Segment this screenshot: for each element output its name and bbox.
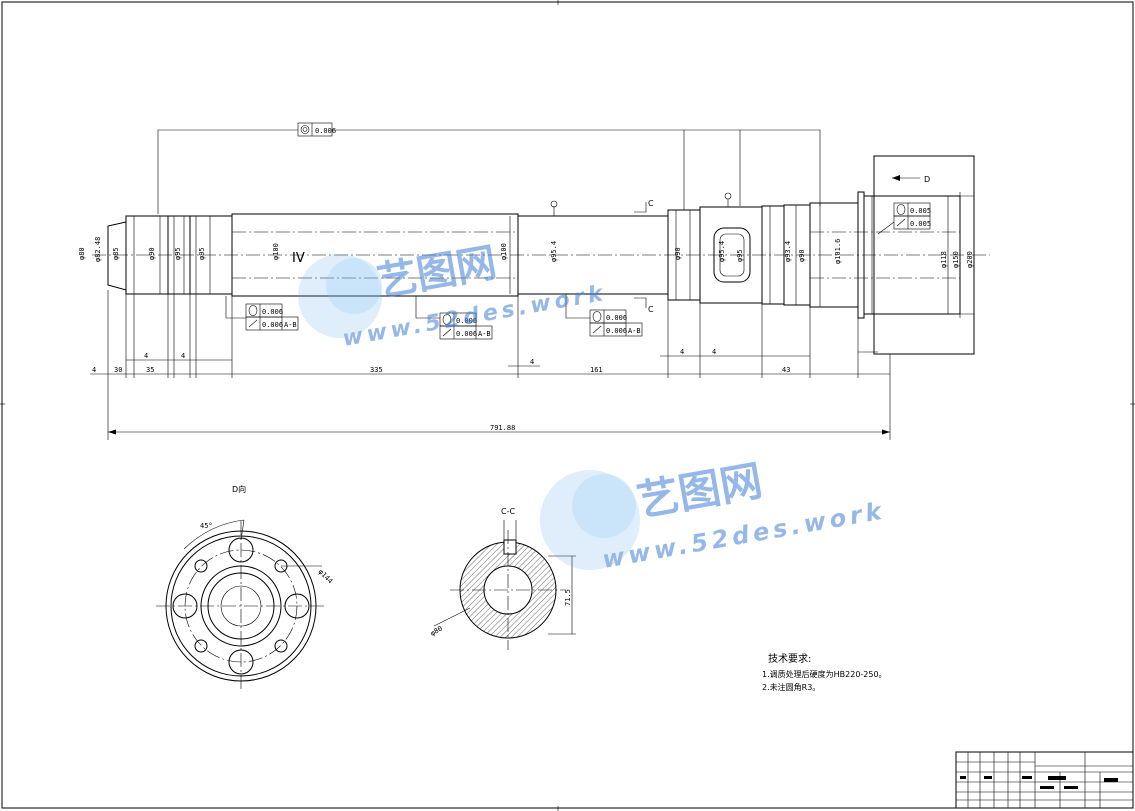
- svg-text:71.5: 71.5: [564, 589, 572, 606]
- svg-text:φ95.4: φ95.4: [718, 241, 726, 262]
- svg-text:φ80: φ80: [78, 247, 86, 260]
- coaxiality-value: 0.006: [315, 127, 336, 135]
- overall-length: 791.88: [490, 424, 515, 432]
- svg-text:0.005: 0.005: [910, 220, 931, 228]
- shaft-main-view: [92, 155, 990, 355]
- tolerance-box-4: 0.005 0.005: [877, 202, 931, 235]
- svg-text:0.006: 0.006: [456, 317, 477, 325]
- svg-text:45°: 45°: [200, 522, 213, 530]
- svg-text:4: 4: [712, 348, 716, 356]
- svg-text:C: C: [648, 305, 654, 314]
- svg-text:0.006: 0.006: [606, 314, 627, 322]
- svg-text:335: 335: [370, 366, 383, 374]
- svg-text:φ93.4: φ93.4: [784, 241, 792, 262]
- section-cc-title: C-C: [501, 507, 515, 516]
- svg-text:φ82.48: φ82.48: [94, 237, 102, 262]
- svg-text:A-B: A-B: [284, 321, 297, 329]
- tolerance-box-3: 0.006 0.006 A-B: [565, 294, 643, 337]
- svg-text:43: 43: [782, 366, 790, 374]
- svg-text:0.006: 0.006: [262, 321, 283, 329]
- title-block: [955, 751, 1134, 809]
- bottom-dimension-chain: 4 30 4 35 4 335 4 161 4 4 43 791.88: [90, 290, 891, 440]
- watermark-2: 艺图网 www.52des.work: [540, 456, 887, 574]
- technical-notes: 技术要求: 1.调质处理后硬度为HB220-250。 2.未注圆角R3。: [762, 652, 887, 692]
- svg-text:艺图网: 艺图网: [633, 456, 766, 526]
- svg-text:D: D: [924, 175, 930, 184]
- section-cc: C-C 71.5 φ80: [429, 507, 576, 650]
- view-d: D向 45° φ144: [156, 484, 334, 691]
- diameter-labels: φ80 φ82.48 φ85 φ90 φ95 φ95 φ100 φ100 φ95…: [78, 237, 842, 264]
- svg-text:0.005: 0.005: [910, 207, 931, 215]
- svg-text:2.未注圆角R3。: 2.未注圆角R3。: [762, 682, 820, 692]
- svg-text:技术要求:: 技术要求:: [768, 652, 811, 665]
- svg-text:φ118: φ118: [940, 251, 948, 268]
- svg-text:φ95.4: φ95.4: [550, 241, 558, 262]
- right-vertical-dims: φ118 φ150 φ200: [940, 156, 975, 354]
- svg-text:161: 161: [590, 366, 603, 374]
- coaxiality-frame: 0.006: [157, 122, 821, 214]
- section-marks: C C: [550, 192, 732, 314]
- svg-text:φ95: φ95: [736, 249, 744, 262]
- svg-text:φ150: φ150: [952, 251, 960, 268]
- svg-text:φ101.6: φ101.6: [834, 239, 842, 264]
- svg-text:0.006: 0.006: [456, 330, 477, 338]
- svg-text:A-B: A-B: [628, 327, 641, 335]
- svg-text:φ80: φ80: [429, 624, 444, 637]
- svg-text:φ200: φ200: [966, 251, 974, 268]
- tolerance-box-2: 0.006 0.006 A-B: [415, 296, 493, 340]
- svg-text:4: 4: [92, 366, 96, 374]
- svg-text:35: 35: [146, 366, 154, 374]
- tolerance-box-1: 0.006 0.006 A-B: [225, 296, 299, 331]
- svg-text:0.006: 0.006: [606, 327, 627, 335]
- svg-text:4: 4: [144, 352, 148, 360]
- svg-text:φ95: φ95: [174, 247, 182, 260]
- roman-label: IV: [292, 251, 305, 266]
- svg-text:φ90: φ90: [798, 249, 806, 262]
- svg-text:4: 4: [181, 352, 185, 360]
- svg-text:φ144: φ144: [317, 568, 335, 586]
- svg-text:1.调质处理后硬度为HB220-250。: 1.调质处理后硬度为HB220-250。: [762, 669, 887, 679]
- svg-text:φ85: φ85: [112, 247, 120, 260]
- svg-text:φ100: φ100: [500, 243, 508, 260]
- svg-text:C: C: [648, 199, 654, 208]
- svg-text:A-B: A-B: [478, 330, 491, 338]
- view-arrow-d: D: [892, 175, 930, 184]
- svg-text:φ95: φ95: [198, 247, 206, 260]
- svg-text:φ100: φ100: [272, 243, 280, 260]
- svg-text:4: 4: [680, 348, 684, 356]
- view-d-title: D向: [232, 484, 246, 494]
- svg-text:φ90: φ90: [674, 247, 682, 260]
- svg-text:0.006: 0.006: [262, 308, 283, 316]
- svg-text:4: 4: [530, 358, 534, 366]
- svg-text:φ90: φ90: [148, 247, 156, 260]
- svg-text:30: 30: [114, 366, 122, 374]
